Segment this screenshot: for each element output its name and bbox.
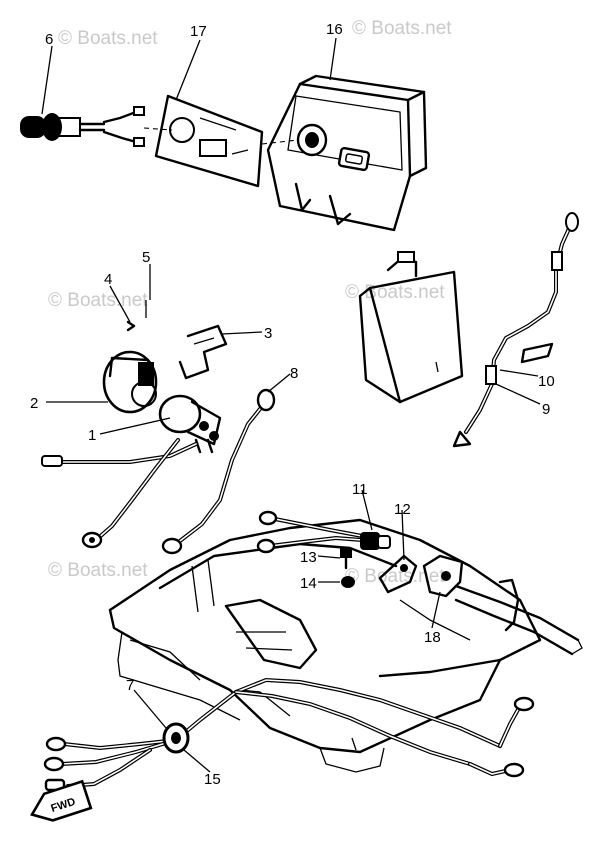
part-13-bolt [340,548,352,570]
relay-leads [41,438,198,549]
watermark: © Boats.net [48,290,148,311]
part-8-cable [161,388,276,555]
callout-16: 16 [326,21,343,38]
part-12-plate [378,554,418,594]
callout-labels: 6 17 16 5 4 3 2 1 8 10 9 11 12 13 14 18 … [30,21,555,788]
callout-15: 15 [204,771,221,788]
watermark: © Boats.net [345,566,445,587]
callout-5: 5 [142,249,150,266]
part-14-washer [341,576,355,588]
callout-18: 18 [424,629,441,646]
watermark: © Boats.net [352,18,452,39]
callout-17: 17 [190,23,207,40]
callout-9: 9 [542,401,550,418]
callout-12: 12 [394,501,411,518]
callout-6: 6 [45,31,53,48]
forward-arrow-icon: FWD [30,779,93,822]
callout-4: 4 [104,271,112,288]
part-3-bracket [178,324,228,380]
callout-1: 1 [88,427,96,444]
callout-8: 8 [290,365,298,382]
callout-2: 2 [30,395,38,412]
callout-10: 10 [538,373,555,390]
part-9-10-battery-cables [452,212,579,448]
part-18-clamp [422,554,583,656]
callout-14: 14 [300,575,317,592]
part-15-grommet [162,722,190,754]
watermark: © Boats.net [48,560,148,581]
part-4-5-fasteners [126,300,147,332]
callout-11: 11 [352,481,368,498]
leader-lines [41,37,541,773]
part-1-relay [158,394,222,454]
part-11-sensor [256,510,391,554]
callout-3: 3 [264,325,272,342]
callout-13: 13 [300,549,317,566]
watermark: © Boats.net [58,28,158,49]
part-6-switch [20,106,145,147]
part-16-box [261,74,428,232]
callout-7: 7 [126,677,134,694]
part-17-plate [143,94,264,188]
battery-outline [358,251,464,404]
part-2-clamp [102,350,158,414]
